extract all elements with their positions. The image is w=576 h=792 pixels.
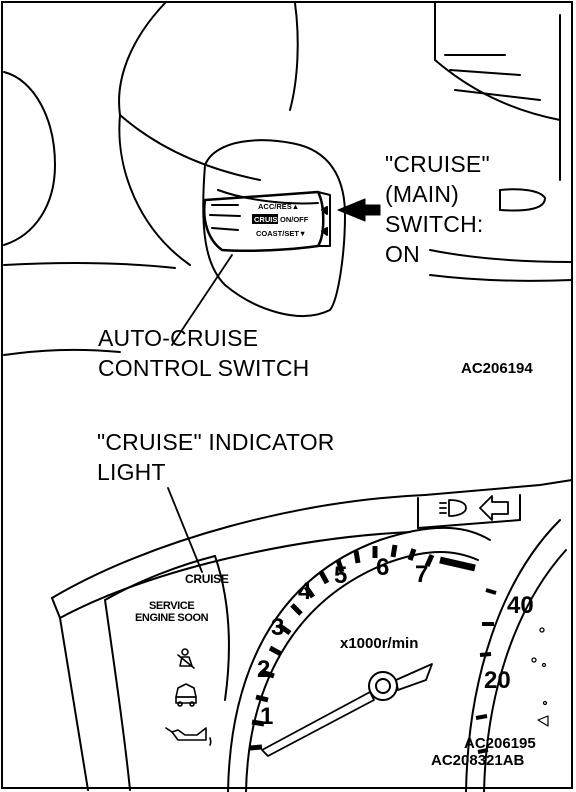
top-figure-code: AC206194 <box>461 360 533 377</box>
control-switch-leader <box>171 254 233 346</box>
tach-number-4: 4 <box>298 578 312 605</box>
tach-unit-label: x1000r/min <box>340 635 419 652</box>
bottom-figure-code: AC206195 <box>464 735 536 752</box>
cluster-outline <box>51 479 573 791</box>
seatbelt-warning-icon <box>177 648 195 669</box>
switch-stalk-housing <box>202 139 346 317</box>
dashboard-outline <box>3 2 573 356</box>
cruise-marking: CRUISE <box>254 215 282 224</box>
cruise-indicator-lamp: CRUISE <box>185 572 229 586</box>
indicator-label-line-2: LIGHT <box>97 459 166 485</box>
service-engine-soon-lamp: SERVICE ENGINE SOON <box>135 600 209 624</box>
speedometer <box>465 519 567 792</box>
indicator-label-line-1: "CRUISE" INDICATOR <box>97 429 335 455</box>
coast-set-marking: COAST/SET▼ <box>256 229 306 238</box>
indicator-label: "CRUISE" INDICATOR LIGHT <box>97 427 335 487</box>
speedo-number-20: 20 <box>484 667 511 694</box>
control-switch-label-line-2: CONTROL SWITCH <box>98 355 310 381</box>
acc-res-marking: ACC/RES▲ <box>258 202 299 211</box>
main-switch-label-line-3: SWITCH: <box>385 211 484 237</box>
tach-number-6: 6 <box>376 554 390 581</box>
main-switch-arrow <box>337 198 381 222</box>
control-switch-label: AUTO-CRUISE CONTROL SWITCH <box>98 323 310 383</box>
auto-cruise-control-switch: ACC/RES▲ CRUISE ON/OFF COAST/SET▼ <box>203 190 331 253</box>
document-code: AC208321AB <box>431 752 525 769</box>
main-switch-label-line-4: ON <box>385 241 420 267</box>
tachometer <box>227 526 491 792</box>
on-off-marking: ON/OFF <box>280 215 309 224</box>
door-ajar-icon <box>175 683 197 707</box>
tach-number-5: 5 <box>334 562 348 589</box>
main-switch-label-line-1: "CRUISE" <box>385 151 490 177</box>
tach-number-3: 3 <box>271 614 285 641</box>
oil-pressure-icon <box>165 727 212 746</box>
control-switch-label-line-1: AUTO-CRUISE <box>98 325 259 351</box>
service-lamp-line-1: SERVICE <box>148 600 195 612</box>
tach-number-7: 7 <box>415 561 429 588</box>
speedo-number-40: 40 <box>507 592 534 619</box>
service-lamp-line-2: ENGINE SOON <box>135 612 209 624</box>
main-switch-label-line-2: (MAIN) <box>385 181 460 207</box>
tach-number-2: 2 <box>257 656 271 683</box>
headlight-turn-indicators <box>439 495 509 521</box>
main-switch-label: "CRUISE" (MAIN) SWITCH: ON <box>385 149 490 269</box>
tach-number-1: 1 <box>260 703 274 730</box>
indicator-leader <box>167 487 203 573</box>
